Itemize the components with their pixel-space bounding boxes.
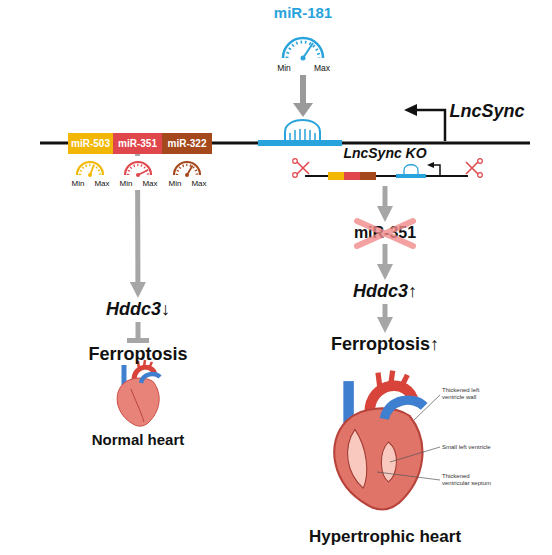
- anatomy-annotation: Thickened left ventricle wall: [442, 387, 492, 400]
- gauge-label: Min: [169, 180, 182, 189]
- mini-mirna-box: [360, 172, 376, 180]
- mirna-label: miR-181: [274, 5, 332, 22]
- scissors-symbol: [466, 162, 478, 174]
- promoter-arrow: [416, 110, 445, 141]
- heart-caption: Normal heart: [92, 432, 185, 449]
- node-text: miR-322: [168, 138, 207, 149]
- node-text: miR-503: [71, 138, 110, 149]
- gauge-label: Max: [94, 180, 109, 189]
- vena-cava: [343, 381, 353, 423]
- node-text: miR-351: [354, 224, 416, 242]
- normal-heart-illustration: [117, 360, 160, 426]
- regulation-arrow: [300, 75, 306, 104]
- process-node: Ferroptosis↑: [318, 333, 452, 357]
- mini-promoter-head: [427, 162, 434, 168]
- anatomy-annotation: Thickened ventricular septum: [442, 473, 492, 486]
- node-text: LncSync KO: [343, 146, 426, 161]
- binding-site: [258, 140, 342, 146]
- leader-line: [390, 447, 440, 462]
- gauge-ticks: [177, 165, 197, 175]
- vena-cava: [122, 365, 127, 385]
- gauge-arc: [174, 162, 200, 175]
- gene-node: Hddc3↓: [93, 298, 183, 322]
- gauge-label: Max: [191, 180, 206, 189]
- scissors-symbol: [297, 162, 309, 174]
- gauge-hub: [301, 56, 306, 61]
- cross-mark: [357, 221, 413, 246]
- node-text: miR-351: [118, 138, 157, 149]
- leader-line: [414, 395, 440, 420]
- gauge-arc: [125, 162, 151, 175]
- promoter-arrowhead: [404, 104, 417, 116]
- node-text: Hddc3↓: [106, 300, 170, 320]
- ko-locus-line: [305, 175, 468, 177]
- gauge-hub: [88, 173, 92, 177]
- gauge-backdrop: [283, 38, 323, 58]
- gauge-ticks: [287, 42, 319, 58]
- aorta: [134, 367, 155, 380]
- node-text: Hddc3↑: [353, 282, 417, 302]
- gauge-needle: [187, 166, 193, 176]
- gauge-ticks: [128, 165, 148, 175]
- mirna-box: miR-503: [68, 133, 113, 154]
- flow-arrow: [135, 154, 140, 288]
- flow-arrow: [383, 186, 388, 212]
- right-ventricle: [348, 429, 367, 488]
- scissors-handle: [293, 173, 298, 178]
- knockout-construct: LncSync KO: [300, 146, 470, 186]
- gauge-hub: [136, 173, 140, 177]
- flow-arrow: [383, 244, 388, 270]
- inhibition-arrow: [136, 322, 141, 343]
- gauge-label: Max: [142, 180, 157, 189]
- mirna-node: miR-351: [349, 222, 421, 244]
- left-ventricle: [381, 442, 396, 482]
- gauge-label: Min: [120, 180, 133, 189]
- mini-promoter: [433, 165, 440, 175]
- regulation-arrowhead: [293, 103, 313, 117]
- gauge-arc: [283, 38, 323, 58]
- gauge-needle: [90, 165, 94, 175]
- gene-name: LncSync: [449, 102, 524, 122]
- heart-caption: Hypertrophic heart: [309, 528, 461, 547]
- hypertrophic-heart-illustration: [334, 371, 424, 510]
- gauge-arc: [77, 162, 103, 175]
- aorta: [370, 386, 414, 413]
- mini-hairpin: [404, 165, 418, 174]
- pulmonary-artery: [141, 374, 160, 383]
- node-text: Ferroptosis↑: [331, 335, 439, 355]
- leader-line: [377, 472, 440, 480]
- hairpin-symbol: [285, 120, 320, 140]
- flow-arrow: [383, 304, 388, 323]
- gauge-label: Max: [314, 64, 330, 73]
- heart-groove: [131, 389, 144, 422]
- gene-node: Hddc3↑: [340, 280, 430, 304]
- gauge-needle: [303, 43, 313, 58]
- node-text: Ferroptosis: [88, 345, 187, 365]
- process-node: Ferroptosis: [78, 343, 198, 367]
- gauge-hub: [185, 173, 189, 177]
- aortic-branches: [378, 371, 407, 390]
- scissors-handle: [478, 173, 483, 178]
- heart-body: [334, 408, 422, 509]
- heart-body: [117, 378, 159, 426]
- mirna-box: miR-322: [162, 133, 212, 154]
- mirna-box: miR-351: [113, 133, 162, 154]
- hairpin-ticks: [290, 129, 315, 140]
- pulmonary-artery: [384, 400, 424, 419]
- gauge-ticks: [80, 165, 100, 175]
- mini-mirna-box: [344, 172, 360, 180]
- scissors-handle: [478, 159, 483, 164]
- mini-mirna-box: [328, 172, 344, 180]
- gauge-needle: [138, 170, 148, 175]
- gauge-label: Min: [72, 180, 85, 189]
- mini-binding-site: [396, 174, 426, 178]
- gauge-label: Min: [277, 64, 291, 73]
- scissors-handle: [293, 159, 298, 164]
- gauge-backdrop: [116, 156, 160, 190]
- anatomy-annotation: Small left ventricle: [442, 444, 492, 451]
